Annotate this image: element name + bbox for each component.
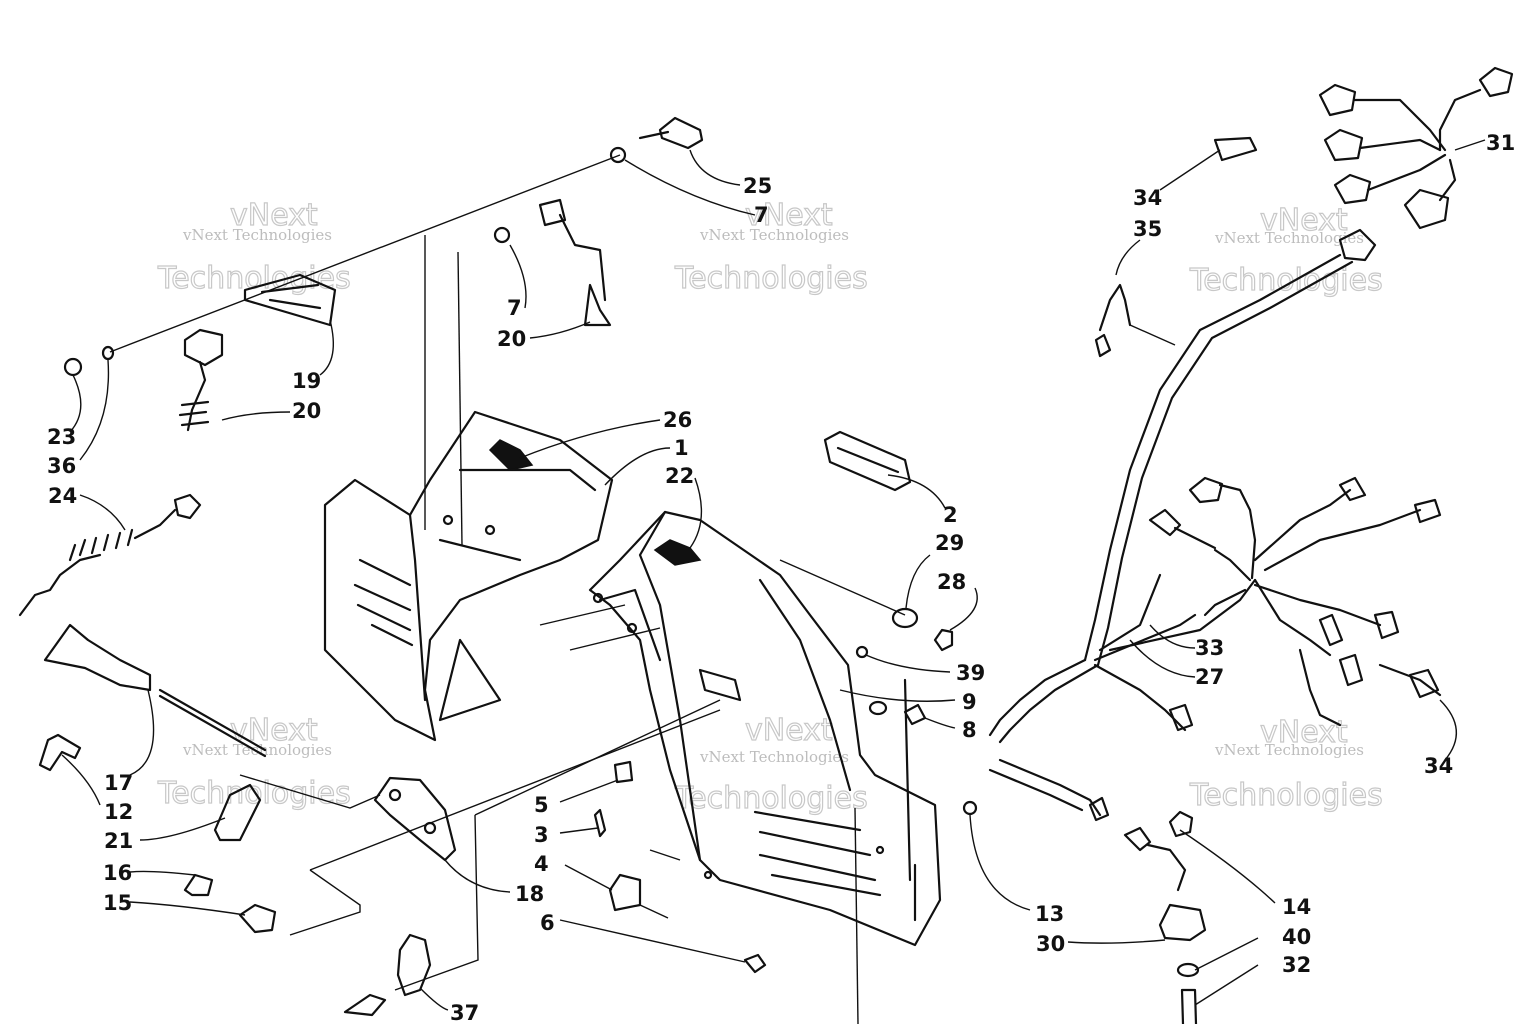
callout-2: 2 [943, 503, 958, 527]
callout-6: 6 [540, 911, 555, 935]
callout-22: 22 [665, 464, 694, 488]
watermark-brand: vNext Technologies [699, 748, 849, 766]
callout-1: 1 [674, 436, 689, 460]
callout-16: 16 [103, 861, 132, 885]
callout-31: 31 [1486, 131, 1515, 155]
watermark-bottom-left: vNext vNext Technologies Technologies [156, 712, 351, 811]
callout-27: 27 [1195, 665, 1224, 689]
leader-lines [61, 139, 1486, 1011]
callout-29: 29 [935, 531, 964, 555]
callout-numbers: 25 7 7 20 19 20 23 36 24 26 1 22 2 29 28… [47, 131, 1515, 1024]
watermark-vnext: vNext [230, 713, 318, 748]
watermark-brand: vNext Technologies [1214, 741, 1364, 759]
callout-20: 20 [292, 399, 321, 423]
callout-34: 34 [1133, 186, 1162, 210]
watermark-tech: Technologies [1189, 263, 1383, 298]
watermark-tech: Technologies [674, 261, 868, 296]
callout-23: 23 [47, 425, 76, 449]
callout-32: 32 [1282, 953, 1311, 977]
callout-28: 28 [937, 570, 966, 594]
watermark-tech: Technologies [157, 261, 351, 296]
watermark-brand: vNext Technologies [182, 226, 332, 244]
callout-18: 18 [515, 882, 544, 906]
callout-30: 30 [1036, 932, 1065, 956]
callout-34: 34 [1424, 754, 1453, 778]
callout-40: 40 [1282, 925, 1311, 949]
watermark-brand: vNext Technologies [1214, 229, 1364, 247]
callout-8: 8 [962, 718, 977, 742]
callout-24: 24 [48, 484, 77, 508]
parts [18, 66, 1514, 1024]
watermark-bottom-right: vNext vNext Technologies Technologies [1188, 714, 1383, 813]
callout-12: 12 [104, 800, 133, 824]
callout-25: 26 [663, 408, 692, 432]
watermark-brand: vNext Technologies [699, 226, 849, 244]
watermark-brand: vNext Technologies [182, 741, 332, 759]
watermark-bottom-center: vNext vNext Technologies Technologies [673, 712, 868, 816]
watermark-tech: Technologies [1189, 778, 1383, 813]
callout-4: 4 [534, 852, 549, 876]
callout-5: 5 [534, 793, 549, 817]
callout-9: 9 [962, 690, 977, 714]
watermark-vnext: vNext [745, 713, 833, 748]
callout-39: 39 [956, 661, 985, 685]
watermark-top-right: vNext vNext Technologies Technologies [1188, 202, 1383, 298]
watermark-tech: Technologies [674, 781, 868, 816]
callout-19: 19 [292, 369, 321, 393]
callout-3: 3 [534, 823, 549, 847]
callout-37: 37 [450, 1001, 479, 1024]
callout-33: 33 [1195, 636, 1224, 660]
callout-15: 15 [103, 891, 132, 915]
watermark-vnext: vNext [1260, 715, 1348, 750]
watermark-vnext: vNext [1260, 203, 1348, 238]
callout-13: 13 [1035, 902, 1064, 926]
watermark-tech: Technologies [157, 776, 351, 811]
callout-7: 7 [507, 296, 522, 320]
watermark-vnext: vNext [230, 198, 318, 233]
watermark-top-center: vNext vNext Technologies Technologies [673, 197, 868, 296]
callout-14: 14 [1282, 895, 1311, 919]
callout-21: 21 [104, 829, 133, 853]
console-housing [323, 410, 942, 947]
callout-20: 20 [497, 327, 526, 351]
callout-36: 36 [47, 454, 76, 478]
watermark-top-left: vNext vNext Technologies Technologies [156, 197, 351, 296]
watermark-vnext: vNext [745, 198, 833, 233]
callout-35: 35 [1133, 217, 1162, 241]
callout-17: 17 [104, 771, 133, 795]
callout-26: 25 [743, 174, 772, 198]
watermark-group: vNext vNext Technologies Technologies vN… [156, 197, 1383, 816]
callout-7: 7 [754, 203, 769, 227]
